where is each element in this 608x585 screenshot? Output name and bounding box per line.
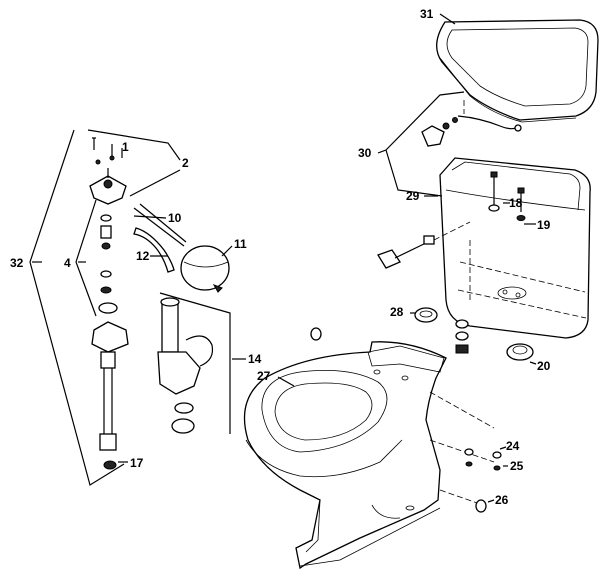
tank-bolt [488,171,526,221]
callout-29: 29 [406,189,420,203]
spud-washer [506,343,534,361]
callout-25: 25 [510,459,524,473]
tank-lock-nuts [455,319,469,354]
callout-31: 31 [420,7,434,21]
callout-12: 12 [136,249,150,263]
callout-32: 32 [10,256,24,270]
leader-lines [29,13,537,503]
tank-lid [436,19,599,123]
callout-labels: 1 2 4 10 11 12 14 17 18 19 20 24 25 26 2… [10,7,551,507]
callout-19: 19 [537,218,551,232]
trip-lever [377,221,471,269]
callout-4: 4 [64,256,71,270]
ref-washer [310,327,322,341]
tank [439,157,591,339]
callout-24: 24 [506,439,520,453]
callout-17: 17 [130,456,144,470]
refill-tube [133,203,187,273]
callout-30: 30 [358,146,372,160]
flush-valve [157,297,214,434]
callout-2: 2 [182,156,189,170]
callout-28: 28 [390,305,404,319]
flush-handle-assembly [385,91,522,197]
callout-14: 14 [248,352,262,366]
callout-26: 26 [495,493,509,507]
callout-10: 10 [168,211,182,225]
toilet-bowl [243,341,447,570]
callout-20: 20 [537,359,551,373]
bowl-bolt-hardware [429,391,502,513]
callout-11: 11 [234,237,247,251]
callout-1: 1 [122,140,129,154]
tank-to-bowl-gasket [414,307,438,323]
callout-27: 27 [257,369,271,383]
float-ball [180,245,230,293]
ballcock-assembly [89,137,129,470]
callout-18: 18 [509,196,523,210]
